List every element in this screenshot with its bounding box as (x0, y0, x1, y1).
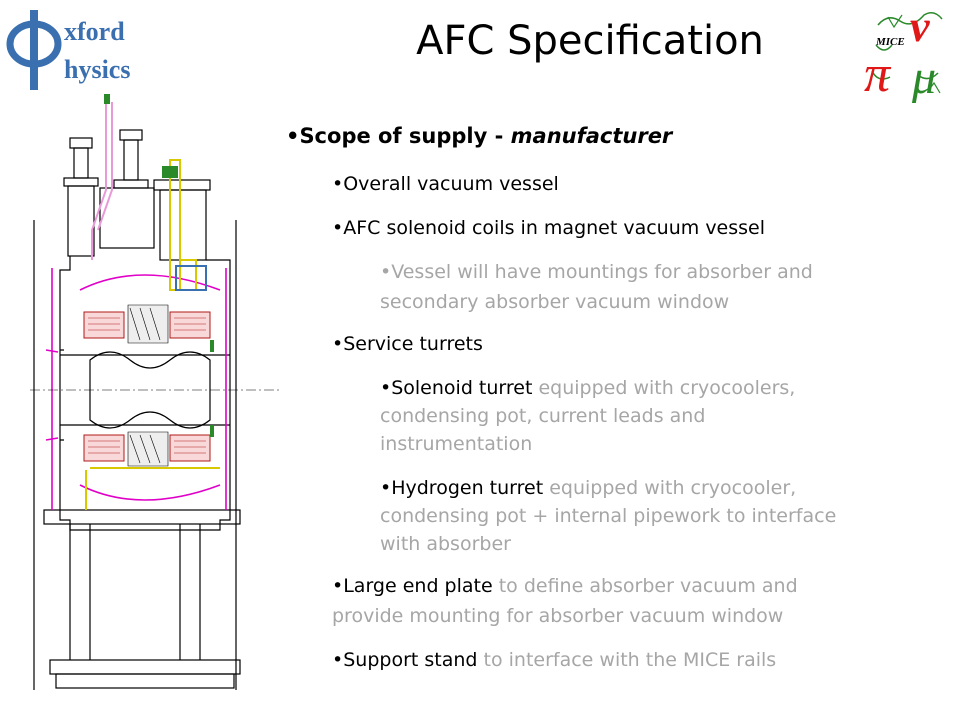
pi-glyph-icon: π (864, 46, 892, 103)
mice-logo: MICE ν π μ (864, 5, 943, 104)
bullet-overall-vacuum-vessel: •Overall vacuum vessel (332, 173, 559, 195)
slide-title: AFC Specification (416, 18, 764, 64)
bullet-support-stand: •Support stand to interface with the MIC… (332, 649, 777, 671)
bullet-vessel-mountings: •Vessel will have mountings for absorber… (380, 261, 813, 283)
bullet-solenoid-turret-line2: condensing pot, current leads and (380, 405, 706, 427)
logo-text-oxford: xford (64, 17, 125, 46)
bullet-large-end-plate-line2: provide mounting for absorber vacuum win… (332, 605, 784, 627)
afc-cross-section-drawing (30, 94, 280, 690)
bullet-solenoid-turret: •Solenoid turret equipped with cryocoole… (380, 377, 796, 399)
bullet-scope-bold: Scope of supply - (299, 124, 511, 148)
mu-glyph-icon: μ (911, 51, 936, 104)
mice-logo-text: MICE (875, 36, 905, 48)
bullet-solenoid-turret-line3: instrumentation (380, 433, 533, 455)
oxford-physics-logo: xford hysics (6, 10, 130, 90)
bullet-afc-solenoid-coils: •AFC solenoid coils in magnet vacuum ves… (332, 217, 766, 239)
bullet-hydrogen-turret-line2: condensing pot + internal pipework to in… (380, 505, 837, 527)
phi-icon (6, 10, 62, 90)
bullet-hydrogen-turret: •Hydrogen turret equipped with cryocoole… (380, 477, 797, 499)
bullet-hydrogen-turret-line3: with absorber (380, 533, 511, 555)
bullet-large-end-plate: •Large end plate to define absorber vacu… (332, 575, 798, 597)
nu-glyph-icon: ν (910, 5, 930, 51)
logo-text-physics: hysics (64, 55, 130, 84)
bullet-scope-italic: manufacturer (510, 124, 673, 148)
bullet-scope: •Scope of supply - manufacturer (286, 124, 673, 148)
bullet-vessel-mountings-line2: secondary absorber vacuum window (380, 291, 730, 313)
bullet-service-turrets: •Service turrets (332, 333, 483, 355)
